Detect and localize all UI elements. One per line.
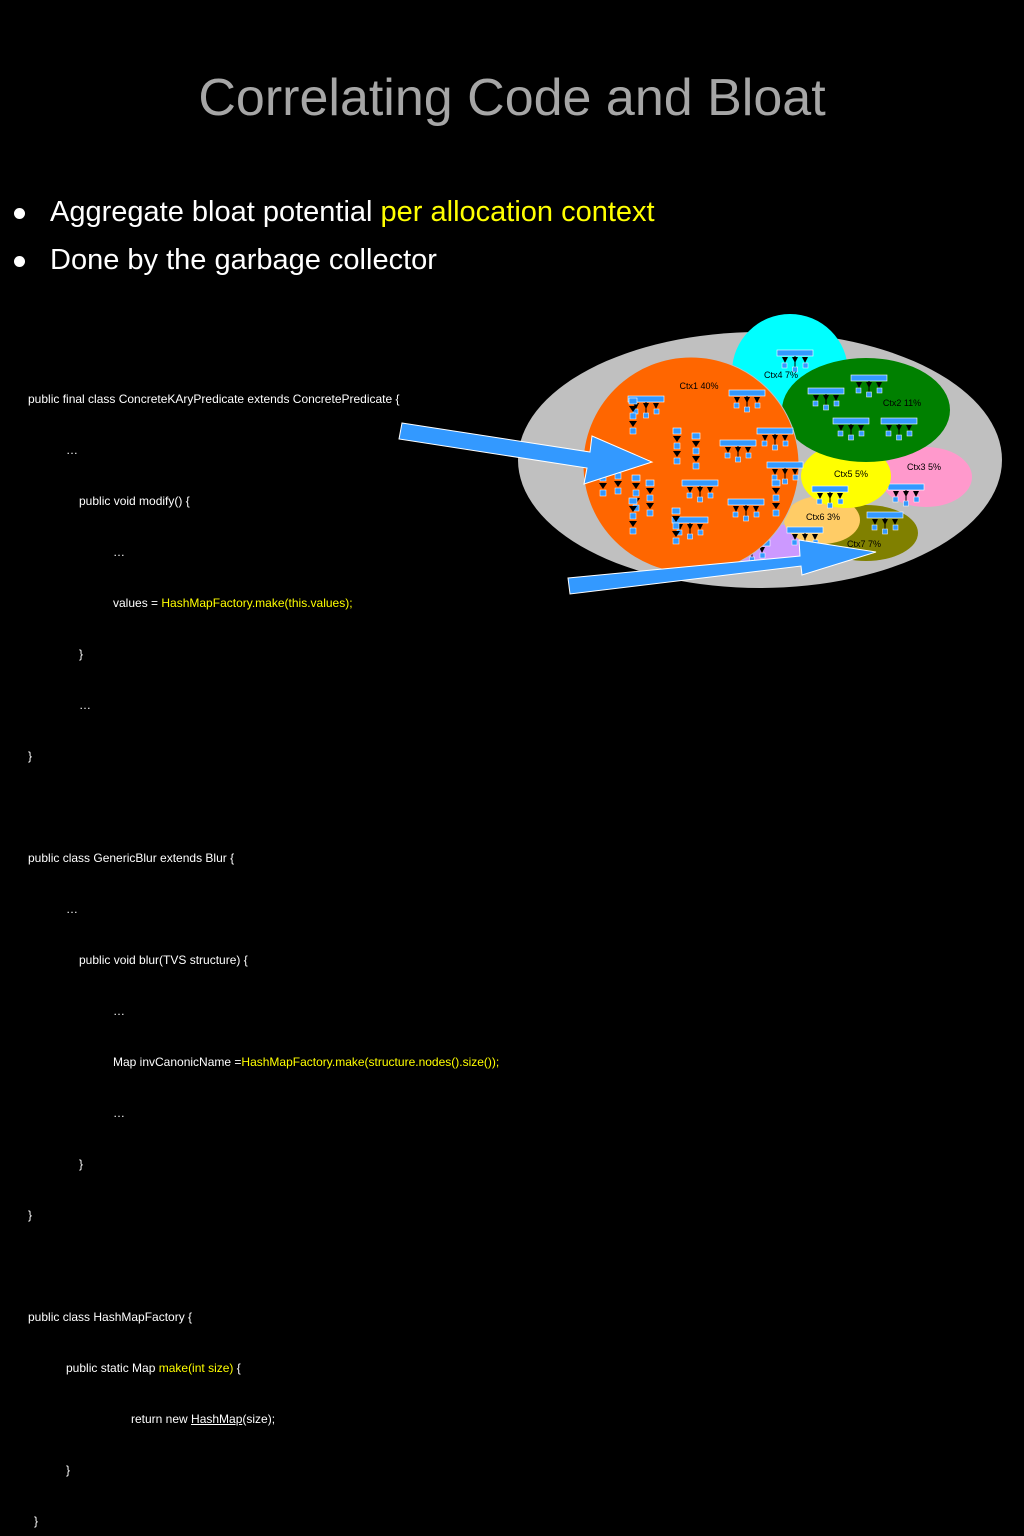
code-line: values = HashMapFactory.make(this.values… — [113, 596, 353, 610]
code-line: } — [66, 1463, 71, 1477]
code-line: public void modify() { — [79, 494, 190, 508]
code-line: } — [34, 1514, 39, 1528]
ctx7-label: Ctx7 7% — [847, 539, 881, 549]
arrow-to-ctx1-icon — [398, 422, 654, 485]
bullet-dot-icon — [14, 256, 25, 267]
bullet-list: Aggregate bloat potential per allocation… — [14, 188, 655, 284]
ctx1-label: Ctx1 40% — [679, 381, 718, 391]
code-line: public class GenericBlur extends Blur { — [28, 851, 235, 865]
ctx2-label: Ctx2 11% — [883, 398, 921, 408]
bullet-item: Aggregate bloat potential per allocation… — [14, 188, 655, 236]
object-chain-icon — [671, 507, 681, 545]
ctx3-ellipse — [880, 447, 972, 507]
object-chain-icon — [631, 474, 641, 512]
code-line: … — [79, 698, 91, 712]
bullet-item: Done by the garbage collector — [14, 236, 655, 284]
object-chain-icon — [628, 397, 638, 435]
code-line: public void blur(TVS structure) { — [79, 953, 248, 967]
ctx3-label: Ctx3 5% — [907, 462, 941, 472]
ctx6-label: Ctx6 3% — [806, 512, 840, 522]
code-line: … — [66, 443, 78, 457]
code-line: } — [79, 1157, 84, 1171]
arrow-to-ctx7-icon — [567, 539, 877, 595]
code-line: public class HashMapFactory { — [28, 1310, 193, 1324]
code-line: … — [113, 1106, 125, 1120]
code-line: public final class ConcreteKAryPredicate… — [28, 392, 400, 406]
ctx5-label: Ctx5 5% — [834, 469, 868, 479]
bullet-text: Done by the garbage collector — [50, 244, 437, 276]
bullet-text: Aggregate bloat potential — [50, 196, 381, 228]
slide-title: Correlating Code and Bloat — [198, 69, 826, 127]
object-chain-icon — [628, 497, 638, 535]
ctx4-label: Ctx4 7% — [764, 370, 798, 380]
code-line: … — [113, 545, 125, 559]
ctx2-ellipse — [782, 358, 950, 462]
bullet-dot-icon — [14, 208, 25, 219]
object-chain-icon — [771, 479, 781, 517]
allocation-context-diagram: Ctx4 7% Ctx3 5% Ctx7 7% Ctx6 3% Ctx5 5% … — [398, 314, 1002, 595]
code-blank-line — [28, 1258, 499, 1275]
code-line: return new HashMap(size); — [131, 1412, 276, 1426]
code-line: } — [79, 647, 84, 661]
code-line: public static Map make(int size) { — [66, 1361, 241, 1375]
code-blank-line — [28, 799, 499, 816]
bullet-highlight: per allocation context — [380, 196, 655, 228]
code-line: … — [66, 902, 78, 916]
hashmap-link[interactable]: HashMap — [191, 1412, 243, 1426]
object-chain-icon — [645, 479, 655, 517]
object-chain-icon — [691, 432, 701, 470]
code-line: } — [28, 749, 33, 763]
code-line: } — [28, 1208, 33, 1222]
object-chain-icon — [672, 427, 682, 465]
code-line: … — [113, 1004, 125, 1018]
code-line: Map invCanonicName =HashMapFactory.make(… — [113, 1055, 500, 1069]
